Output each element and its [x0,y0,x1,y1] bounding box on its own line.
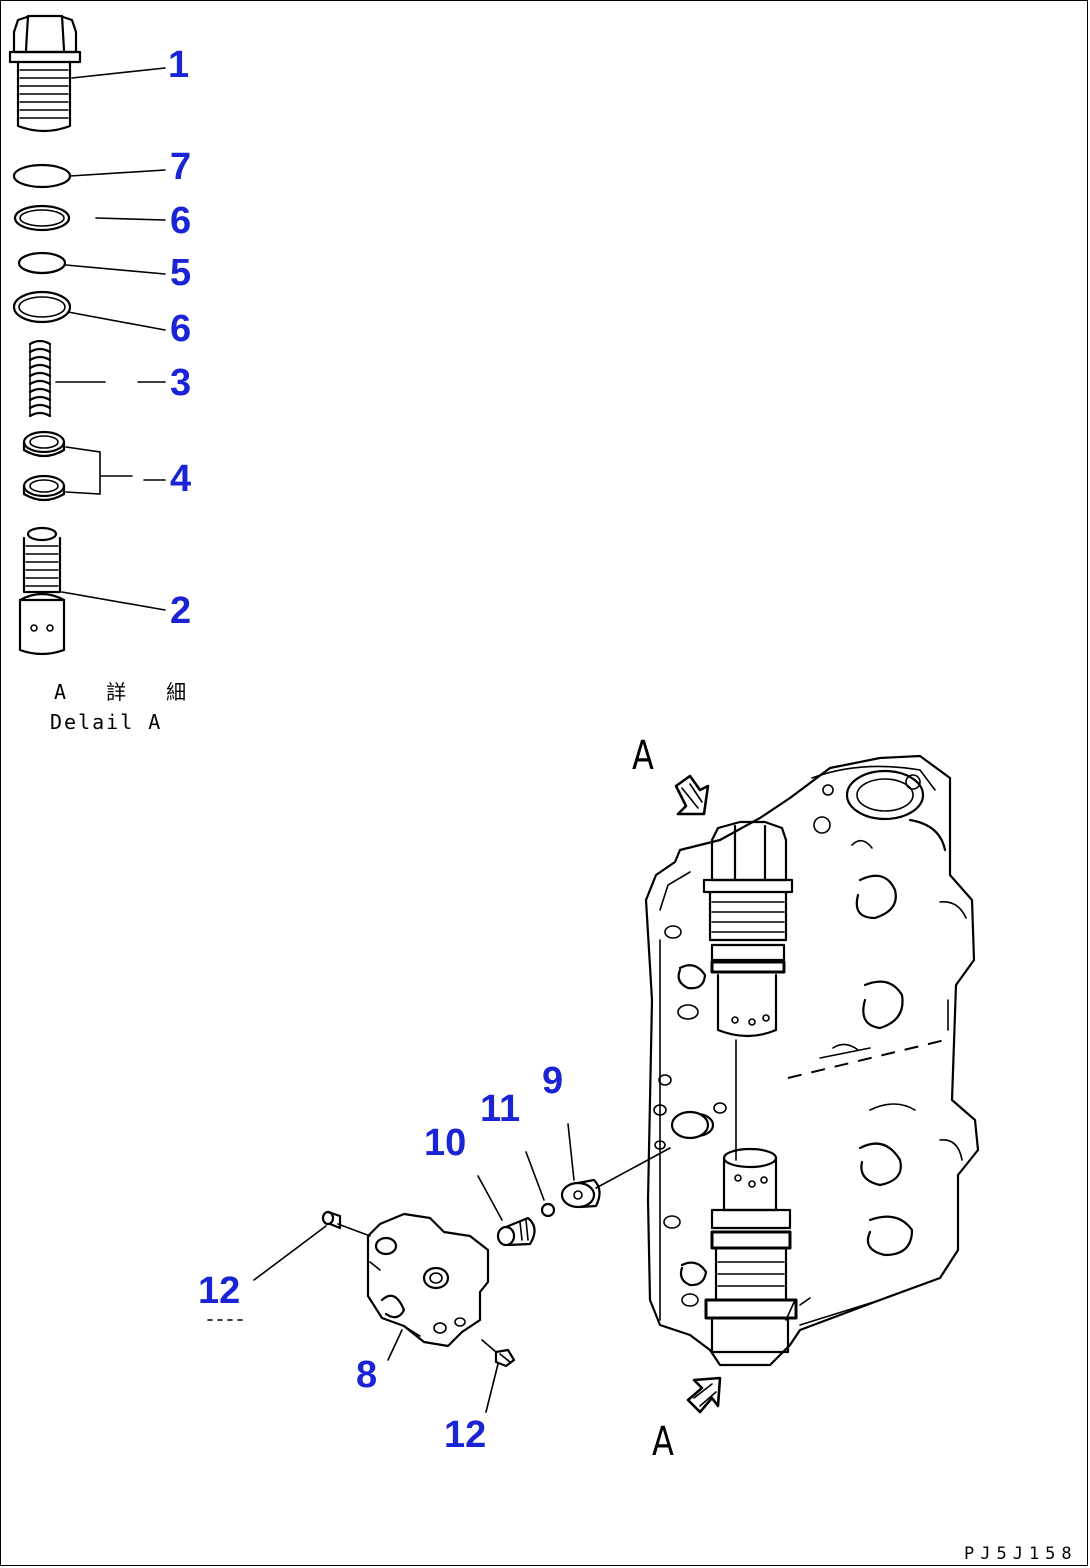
callout-5: 5 [170,252,192,294]
part-9-adapter [560,1110,710,1209]
callout-1: 1 [168,44,190,86]
part-1-plug [8,14,166,133]
part-6-ring-upper [13,204,166,232]
leader-lines [207,1123,575,1413]
part-4-seals [22,430,166,502]
assembled-plug-bottom [704,1147,798,1354]
part-10-sleeve [496,1216,536,1247]
callout-6-upper: 6 [170,200,192,242]
arrow-icon-bottom [686,1376,722,1414]
part-11-ball [540,1202,556,1218]
callout-2: 2 [170,590,192,632]
valve-body [644,754,980,1367]
callout-7: 7 [170,146,192,188]
part-6-ring-lower [12,290,166,331]
part-8-cover [366,1212,490,1348]
detail-caption-jp: A 詳 細 [54,680,201,704]
callout-3: 3 [170,362,192,404]
view-marker-bottom: A [652,1419,674,1465]
callout-4: 4 [170,458,192,500]
part-3-spring [28,339,166,418]
part-2-poppet [18,526,166,656]
callout-8: 8 [356,1354,378,1396]
part-5-o-ring [17,251,166,275]
callout-6-lower: 6 [170,308,192,350]
detail-caption-en: Delail A [50,710,163,734]
arrow-icon-top [674,774,710,816]
callout-12-upper: 12 [198,1270,241,1312]
callout-11: 11 [480,1088,521,1130]
drawing-code: PJ5J158 [964,1544,1078,1564]
part-7-o-ring [12,163,166,189]
view-marker-top: A [632,733,654,779]
part-12-bolt-upper [321,1210,371,1237]
assembled-plug-top [702,820,794,1161]
callout-12-lower: 12 [444,1414,487,1456]
callout-10: 10 [424,1122,467,1164]
callout-9: 9 [542,1060,564,1102]
part-12-bolt-lower [481,1339,516,1368]
